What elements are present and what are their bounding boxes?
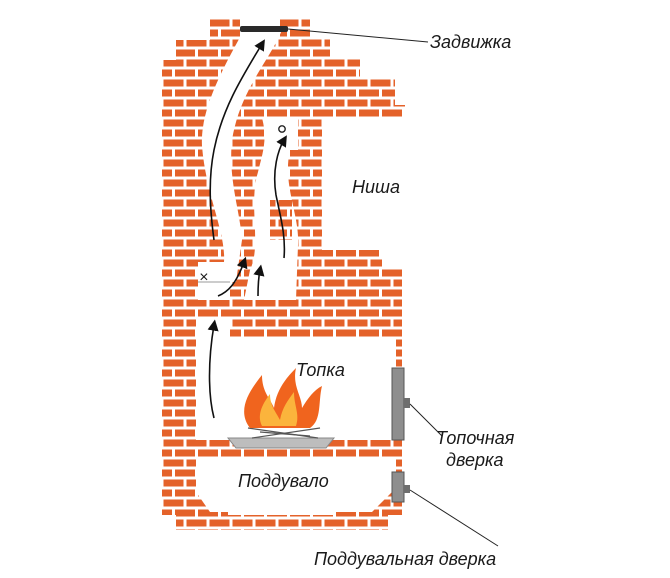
ash-pit-label: Поддувало [238, 471, 329, 491]
damper-plate [240, 26, 288, 32]
grate [226, 437, 336, 449]
flue-channel [198, 30, 282, 300]
upward-arrow-icon [209, 39, 265, 241]
firebox-door [391, 367, 410, 441]
niche-cap [322, 108, 367, 118]
ash-pit-door [391, 471, 410, 503]
damper-label: Задвижка [430, 32, 511, 52]
upward-arrow-icon [273, 135, 287, 259]
leader-lines [287, 28, 499, 547]
upward-arrow-icon [217, 256, 248, 297]
cross-marker-icon: × [199, 269, 208, 286]
firebox-door-label-line1: Топочная [436, 428, 515, 448]
upward-arrow-icon [253, 264, 265, 297]
upward-arrow-icon [207, 319, 219, 419]
ash-pit-cavity [196, 458, 396, 512]
airflow-arrows [207, 39, 287, 419]
flame-icon [244, 368, 322, 428]
grate-logs [247, 427, 321, 439]
niche-hole-icon [278, 125, 286, 133]
firebox-door-label-line2: дверка [446, 450, 503, 470]
firebox-label: Топка [296, 360, 345, 380]
niche-opening [266, 118, 298, 140]
ash-pit-door-label: Поддувальная дверка [314, 549, 496, 569]
ash-pit-bottom-gap [228, 505, 334, 515]
niche-label: Ниша [352, 177, 400, 197]
